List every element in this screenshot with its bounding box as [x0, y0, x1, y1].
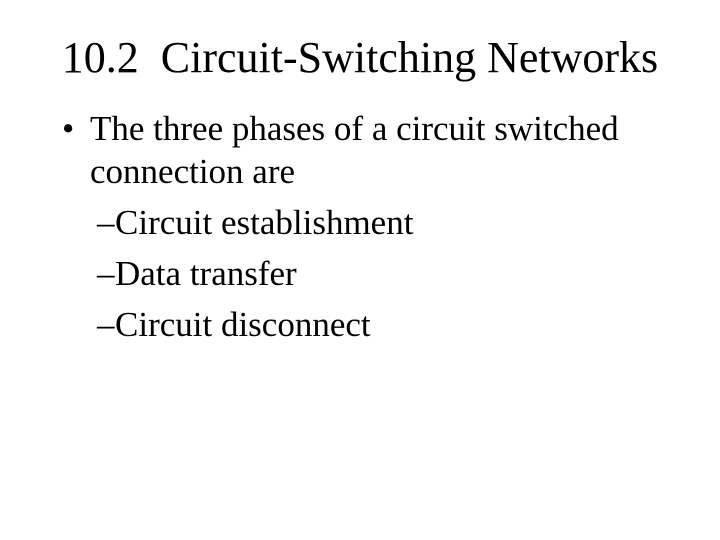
bullet-text: The three phases of a circuit switched c… [90, 109, 619, 191]
slide-body: • The three phases of a circuit switched… [62, 107, 712, 346]
sub-bullet-item: – Circuit establishment [97, 201, 712, 244]
sub-bullet-text: Circuit disconnect [115, 305, 371, 344]
dash-marker-icon: – [97, 254, 115, 293]
dash-marker-icon: – [97, 203, 115, 242]
sub-bullet-item: – Circuit disconnect [97, 303, 712, 346]
sub-bullet-text: Data transfer [115, 254, 297, 293]
slide-title: 10.2 Circuit-Switching Networks [61, 33, 659, 82]
sub-bullet-item: – Data transfer [97, 252, 712, 295]
dash-marker-icon: – [97, 305, 115, 344]
sub-bullet-text: Circuit establishment [115, 203, 414, 242]
bullet-marker-icon: • [62, 109, 75, 148]
bullet-item: • The three phases of a circuit switched… [62, 107, 712, 193]
